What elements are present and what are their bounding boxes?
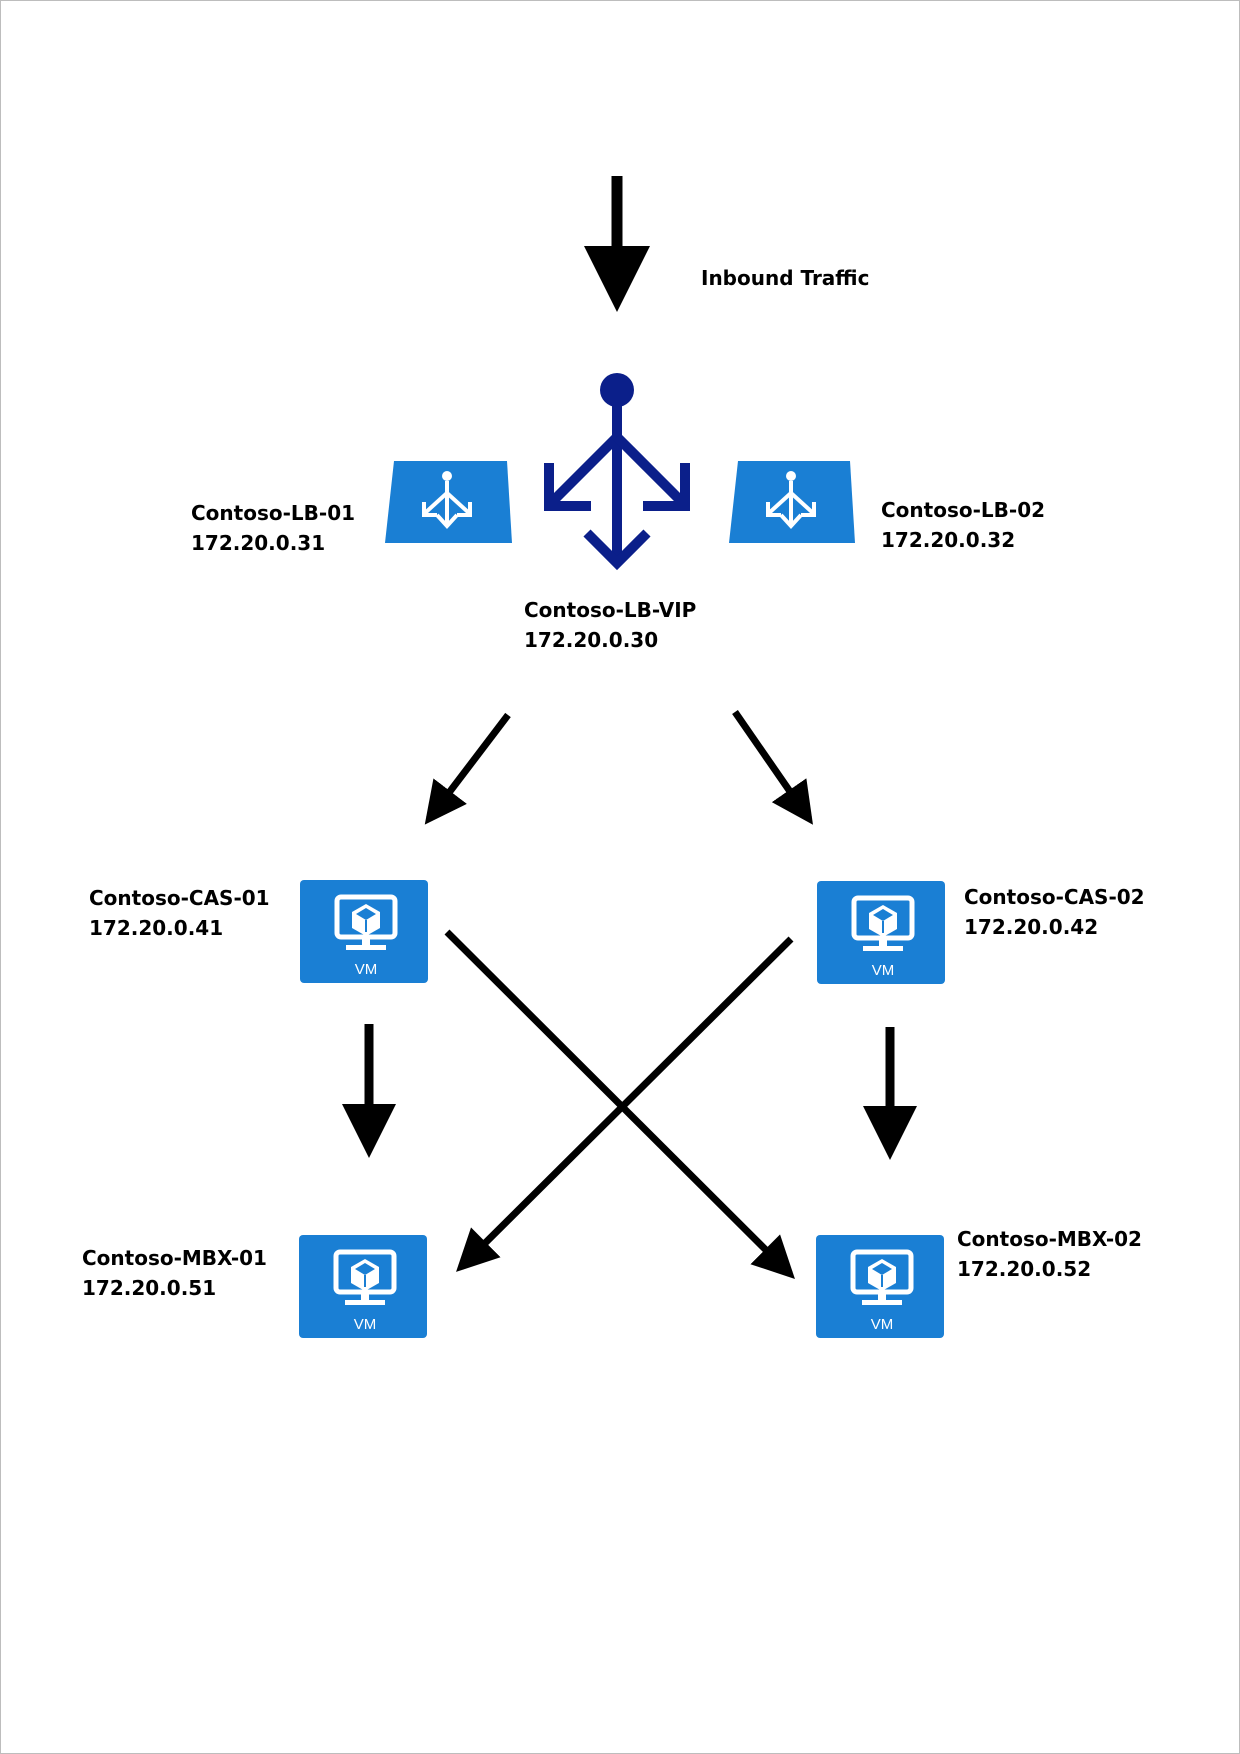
arrow-cas-02-to-mbx-01 [456, 936, 794, 1272]
lb-01-node[interactable] [385, 461, 512, 543]
node-name: Contoso-LB-01 [191, 501, 356, 525]
vm-badge: VM [354, 1316, 377, 1333]
node-ip: 172.20.0.31 [191, 531, 326, 555]
node-name: Contoso-CAS-01 [89, 886, 270, 910]
node-ip: 172.20.0.41 [89, 916, 224, 940]
mbx-02-vm-node[interactable]: VM [816, 1235, 944, 1338]
arrow-vip-to-cas-02 [732, 710, 813, 825]
node-name: Contoso-MBX-02 [957, 1227, 1142, 1251]
node-ip: 172.20.0.51 [82, 1276, 217, 1300]
node-name: Contoso-CAS-02 [964, 885, 1145, 909]
cas-02-label: Contoso-CAS-02 172.20.0.42 [964, 882, 1145, 942]
arrow-cas-01-to-mbx-02 [444, 929, 795, 1279]
node-name: Contoso-MBX-01 [82, 1246, 267, 1270]
cas-02-vm-node[interactable]: VM [817, 881, 945, 984]
cas-01-label: Contoso-CAS-01 172.20.0.41 [89, 883, 270, 943]
mbx-01-vm-node[interactable]: VM [299, 1235, 427, 1338]
lb-02-label: Contoso-LB-02 172.20.0.32 [881, 495, 1045, 555]
node-ip: 172.20.0.52 [957, 1257, 1092, 1281]
inbound-traffic-label: Inbound Traffic [701, 266, 870, 290]
load-balancer-vip-icon[interactable] [544, 373, 690, 571]
arrow-vip-to-cas-01 [424, 712, 511, 825]
node-ip: 172.20.0.42 [964, 915, 1099, 939]
vip-label: Contoso-LB-VIP 172.20.0.30 [524, 595, 696, 655]
vm-badge: VM [871, 1316, 894, 1333]
lb-02-node[interactable] [729, 461, 855, 543]
node-name: Contoso-LB-02 [881, 498, 1046, 522]
mbx-02-label: Contoso-MBX-02 172.20.0.52 [957, 1224, 1142, 1284]
node-ip: 172.20.0.30 [524, 628, 659, 652]
node-name: Contoso-LB-VIP [524, 598, 697, 622]
node-ip: 172.20.0.32 [881, 528, 1016, 552]
vm-badge: VM [872, 962, 895, 979]
lb-01-label: Contoso-LB-01 172.20.0.31 [191, 498, 355, 558]
cas-01-vm-node[interactable]: VM [300, 880, 428, 983]
mbx-01-label: Contoso-MBX-01 172.20.0.51 [82, 1243, 267, 1303]
vm-badge: VM [355, 961, 378, 978]
